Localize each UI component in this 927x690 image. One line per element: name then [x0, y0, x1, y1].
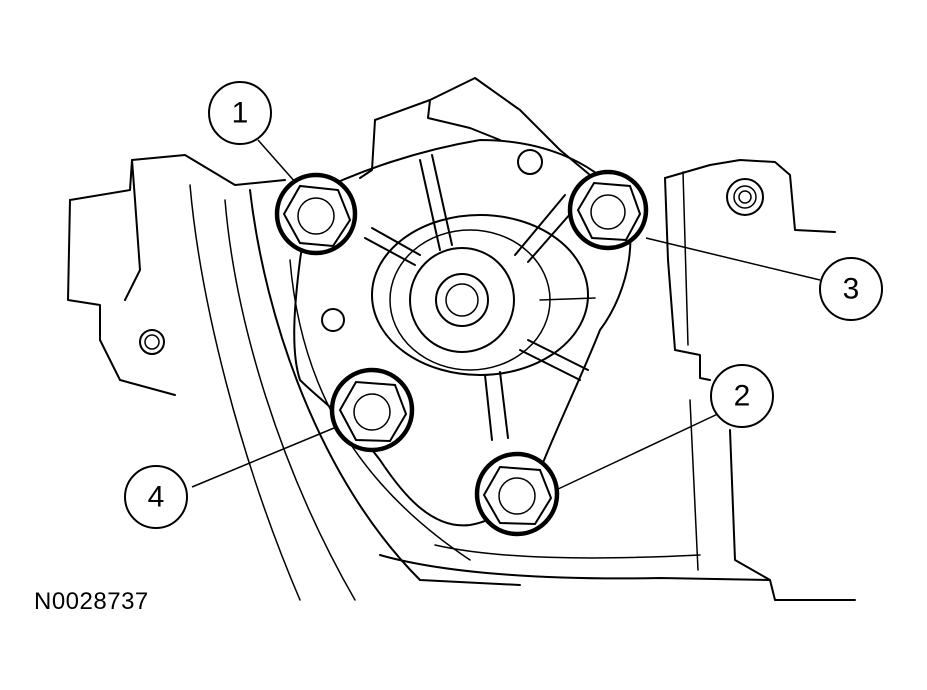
callout-3: 3 [819, 257, 883, 321]
leader-lines [191, 139, 821, 491]
engine-housing [67, 154, 856, 601]
bolt-3 [567, 169, 649, 251]
callout-1-label: 1 [232, 97, 249, 130]
callout-2: 2 [710, 364, 774, 428]
leader-2 [555, 411, 723, 491]
bolt-4 [329, 367, 415, 453]
leader-3 [645, 237, 821, 281]
bolt-2 [474, 451, 560, 537]
pump-upper-casting [359, 77, 591, 179]
right-bracket [664, 159, 836, 581]
callout-4-label: 4 [148, 481, 165, 514]
callout-3-label: 3 [843, 273, 860, 306]
leader-1 [257, 139, 297, 184]
bolt-1 [274, 172, 358, 256]
callout-4: 4 [124, 465, 188, 529]
figure-id-label: N0028737 [34, 588, 149, 615]
callout-1: 1 [208, 81, 272, 145]
water-pump-body [293, 139, 632, 527]
callout-2-label: 2 [734, 380, 751, 413]
leader-4 [191, 427, 335, 488]
